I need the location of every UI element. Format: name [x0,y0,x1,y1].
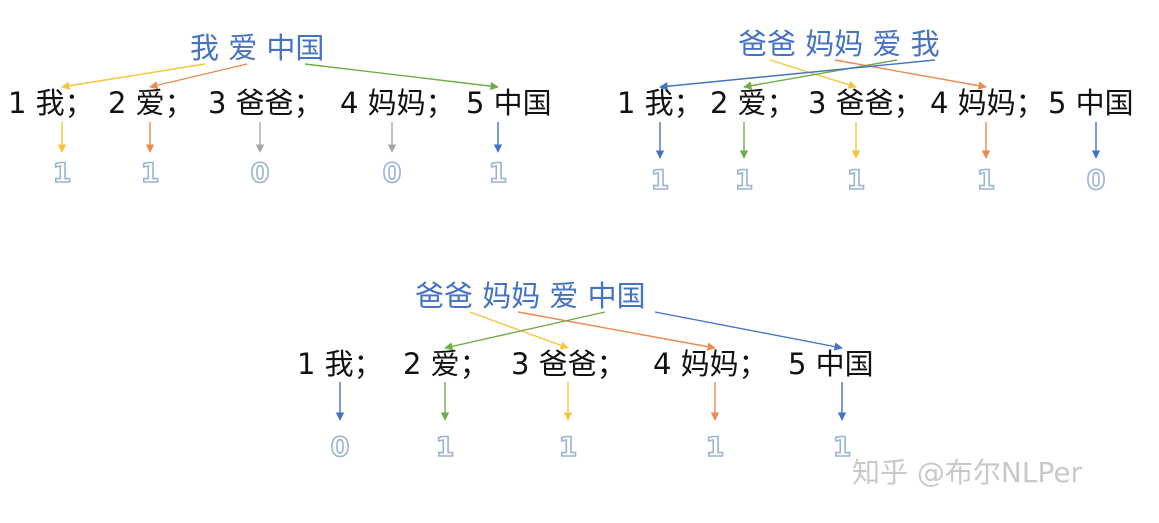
panel-c-word-link-arrow [517,311,716,351]
panel-b-bit-value: 1 [735,165,754,196]
panel-b-vocab-item: 4 妈妈； [930,86,1045,120]
panel-a-word-link-arrow [304,63,499,91]
panel-c-bit-value: 1 [706,432,725,463]
panel-c-vocab-item: 5 中国 [788,347,874,381]
panel-a-bit-value: 1 [53,158,72,189]
panel-b-word-link-arrow [659,59,936,91]
panel-a-bit-value: 0 [251,158,270,189]
word-links [57,59,1101,421]
panel-a-word-link-arrow [149,63,248,90]
panel-a-vocab-item: 3 爸爸； [208,86,323,120]
panel-c-word-link-arrow [444,311,606,351]
panel-b-vocab-item: 1 我； [617,86,703,120]
panel-a-vocab-item: 4 妈妈； [340,86,455,120]
panel-c-vocab-item: 3 爸爸； [511,347,626,381]
panel-a-bit-value: 0 [383,158,402,189]
panel-a-vocab-item: 1 我； [8,86,94,120]
panel-a-bit-value: 1 [141,158,160,189]
panel-b-bit-value: 1 [847,165,866,196]
panel-a-sentence: 我 爱 中国 [190,31,324,65]
panel-c-bit-value: 0 [331,432,350,463]
watermark-text: 知乎 @布尔NLPer [852,456,1083,489]
panel-b-word-link-arrow [834,59,987,90]
panel-c-sentence: 爸爸 妈妈 爱 中国 [415,279,646,313]
panel-c-word-link-arrow [654,311,843,351]
panel-b-vocab-item: 5 中国 [1048,86,1134,120]
panel-b-bit-value: 0 [1087,165,1106,196]
panel-a-bit-value: 1 [489,158,508,189]
panel-b-sentence: 爸爸 妈妈 爱 我 [738,27,940,61]
panel-c-vocab-item: 2 爱； [403,347,489,381]
panel-c-vocab-item: 4 妈妈； [653,347,768,381]
panel-a-vocab-item: 5 中国 [466,86,552,120]
panel-b-word-link-arrow [743,59,898,90]
panel-b-vocab-item: 3 爸爸； [808,86,923,120]
panel-b-bit-value: 1 [977,165,996,196]
panel-a-word-link-arrow [61,63,206,90]
panel-b-word-link-arrow [769,59,857,89]
panel-c-vocab-item: 1 我； [297,347,383,381]
panel-b-bit-value: 1 [651,165,670,196]
panel-c-bit-value: 1 [436,432,455,463]
panel-b-vocab-item: 2 爱； [710,86,796,120]
panel-c-bit-value: 1 [833,432,852,463]
panel-a-vocab-item: 2 爱； [108,86,194,120]
panel-c-bit-value: 1 [559,432,578,463]
panel-c-word-link-arrow [469,311,569,350]
